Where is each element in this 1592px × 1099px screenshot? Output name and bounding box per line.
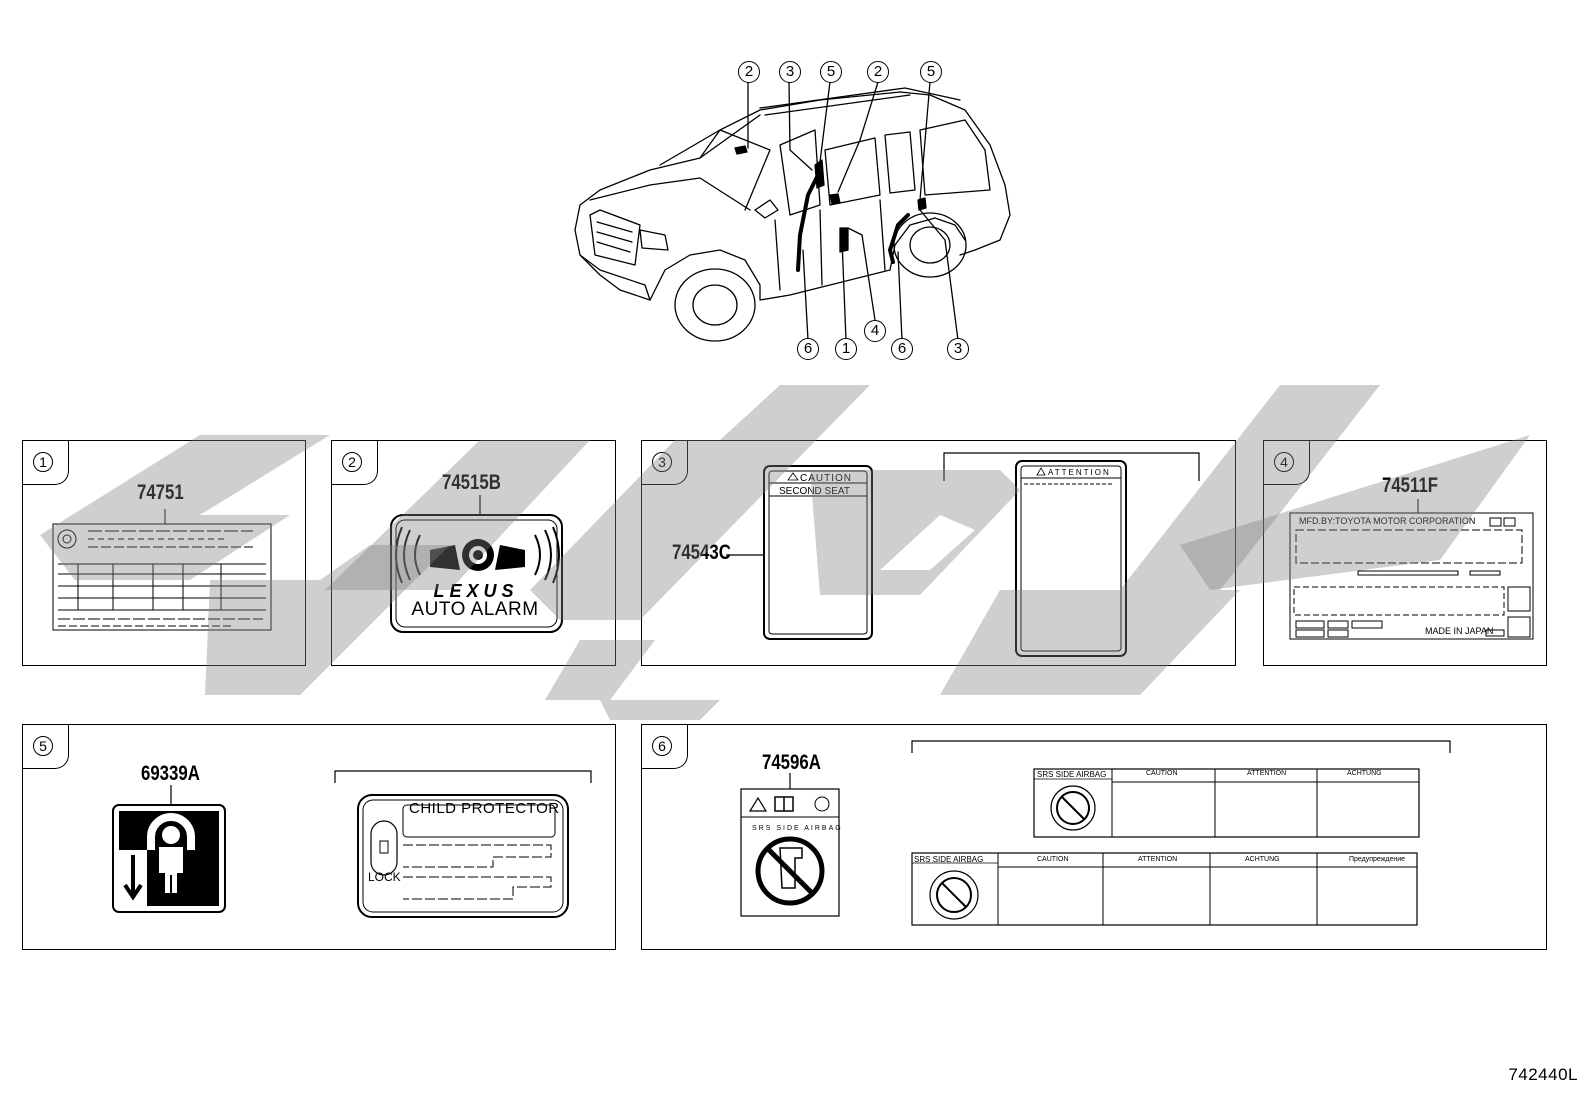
callout-bottom-5: 3 bbox=[947, 338, 969, 360]
panel-2-index: 2 bbox=[342, 452, 362, 472]
panel-1-tab: 1 bbox=[23, 441, 69, 485]
child-protector-text: CHILD PROTECTOR bbox=[409, 800, 560, 817]
caution-subtitle: SECOND SEAT bbox=[779, 486, 850, 497]
callout-bottom-3: 4 bbox=[864, 320, 886, 342]
manufacturer-text: MFD.BY:TOYOTA MOTOR CORPORATION bbox=[1299, 516, 1476, 526]
panel-1-part-number: 74751 bbox=[137, 481, 184, 504]
variant-b-col-3: ACHTUNG bbox=[1245, 856, 1280, 863]
panel-4: 4 74511F MFD.BY:TOYOTA MOTOR CORPORATION… bbox=[1263, 440, 1547, 666]
variant-b-col-4: Предупреждение bbox=[1349, 856, 1406, 863]
panel-6-part-number: 74596A bbox=[762, 751, 821, 774]
origin-text: MADE IN JAPAN bbox=[1425, 626, 1494, 636]
callout-bottom-4: 6 bbox=[891, 338, 913, 360]
callout-top-2: 3 bbox=[779, 61, 801, 83]
panel-5-tab: 5 bbox=[23, 725, 69, 769]
attention-title: ATTENTION bbox=[1048, 468, 1111, 477]
srs-variant-b-title: SRS SIDE AIRBAG bbox=[914, 855, 984, 864]
panel-1: 1 74751 bbox=[22, 440, 306, 666]
panel-6-tab: 6 bbox=[642, 725, 688, 769]
caution-label-frame bbox=[726, 465, 873, 640]
srs-variant-a-title: SRS SIDE AIRBAG bbox=[1037, 770, 1107, 779]
callout-bottom-2: 1 bbox=[835, 338, 857, 360]
vin-plate-frame bbox=[1289, 499, 1534, 640]
warning-triangle-icon bbox=[787, 472, 799, 481]
panel-3-part-number: 74543C bbox=[672, 541, 731, 564]
caution-title: CAUTION bbox=[800, 473, 852, 484]
srs-text-small: SRS SIDE AIRBAG bbox=[752, 825, 843, 832]
lock-text: LOCK bbox=[368, 870, 401, 884]
alarm-speaker-icon bbox=[430, 539, 525, 571]
child-lock-icon bbox=[112, 785, 226, 913]
variant-b-col-1: CAUTION bbox=[1037, 856, 1069, 863]
tire-icon bbox=[57, 529, 77, 549]
panel-5-index: 5 bbox=[33, 736, 53, 756]
panel-6-index: 6 bbox=[652, 736, 672, 756]
diagram-code: 742440L bbox=[1508, 1065, 1578, 1084]
panel-2-part-number: 74515B bbox=[442, 471, 501, 494]
panel-6: 6 74596A SRS SIDE AIRBAG bbox=[641, 724, 1547, 950]
vehicle-illustration bbox=[574, 81, 1011, 342]
variant-a-col-3: ACHTUNG bbox=[1347, 770, 1382, 777]
alarm-label-frame bbox=[390, 495, 563, 633]
child-protector-frame bbox=[334, 770, 592, 918]
variant-b-col-2: ATTENTION bbox=[1138, 856, 1178, 863]
callout-top-1: 2 bbox=[738, 61, 760, 83]
panel-4-part-number: 74511F bbox=[1382, 474, 1439, 497]
variant-a-col-1: CAUTION bbox=[1146, 770, 1178, 777]
callout-top-5: 5 bbox=[920, 61, 942, 83]
panel-3: 3 74543C CAUTION SECOND SEAT ATTENTION bbox=[641, 440, 1236, 666]
panel-3-tab: 3 bbox=[642, 441, 688, 485]
warning-triangle-icon bbox=[748, 796, 768, 812]
auto-alarm-text: AUTO ALARM bbox=[411, 599, 539, 620]
panel-5-part-number: 69339A bbox=[141, 762, 200, 785]
callout-bottom-1: 6 bbox=[797, 338, 819, 360]
panel-2: 2 74515B LEXUS AUTO ALARM bbox=[331, 440, 616, 666]
callout-top-4: 2 bbox=[867, 61, 889, 83]
panel-2-tab: 2 bbox=[332, 441, 378, 485]
panel-1-index: 1 bbox=[33, 452, 53, 472]
panel-5: 5 69339A CHILD PROTECTOR LOCK bbox=[22, 724, 616, 950]
callout-top-3: 5 bbox=[820, 61, 842, 83]
variant-a-col-2: ATTENTION bbox=[1247, 770, 1287, 777]
srs-airbag-label-frame bbox=[740, 773, 840, 917]
lexus-brand: LEXUS bbox=[433, 581, 519, 601]
tire-pressure-label bbox=[52, 509, 272, 631]
attention-label-frame bbox=[943, 452, 1200, 657]
srs-variant-frame bbox=[911, 740, 1451, 926]
panel-4-tab: 4 bbox=[1264, 441, 1310, 485]
panel-3-index: 3 bbox=[652, 452, 672, 472]
panel-4-index: 4 bbox=[1274, 452, 1294, 472]
no-child-seat-icon bbox=[755, 836, 825, 906]
